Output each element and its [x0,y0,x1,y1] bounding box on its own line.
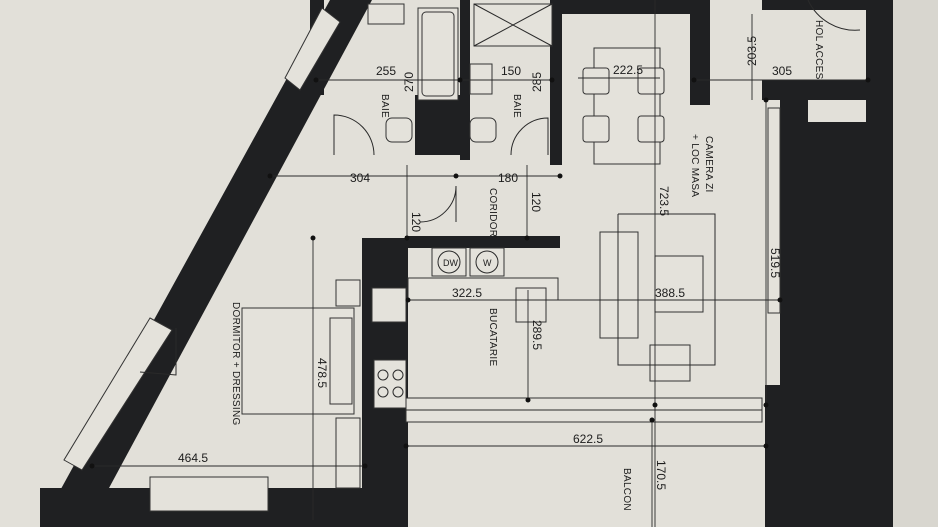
room-loc-masa: + LOC MASA [689,134,700,197]
dim-170-5: 170.5 [654,460,668,490]
hol-left-wall [690,0,710,105]
dim-322-5: 322.5 [452,286,482,300]
hol-bottom-wall [762,80,870,100]
room-coridor: CORIDOR [487,188,498,237]
shower-diag-2 [473,3,553,47]
sofa [599,231,639,339]
living-right-wall [780,95,808,385]
kitchen-sink [515,287,547,323]
balcony-right-wall [765,385,805,527]
stove [373,359,407,409]
chair-3 [582,115,610,143]
chair-2 [637,67,665,95]
dimension-lines [92,0,868,527]
bedroom-window-bottom [149,476,269,512]
bath-right-wall [550,0,562,165]
door-bedroom-balcony [139,328,177,376]
dim-203-5: 203.5 [745,36,759,66]
room-dormitor: DORMITOR + DRESSING [230,302,241,426]
chair-1 [582,67,610,95]
dim-150: 150 [501,64,521,78]
dim-270: 270 [402,72,416,92]
dim-519-5: 519.5 [768,248,782,278]
room-hol-acces: HOL ACCES [813,20,824,80]
door-bath-right [510,117,549,156]
dim-305: 305 [772,64,792,78]
bed-headboard [329,317,353,405]
burner-1 [377,369,389,381]
sink-left [367,3,405,25]
burner-2 [392,369,404,381]
room-balcon: BALCON [621,468,632,511]
washer-circle [475,250,499,274]
top-wall [555,0,690,14]
dim-255: 255 [376,64,396,78]
rug [617,213,716,366]
door-entrance [807,0,861,31]
armchair [649,344,691,382]
dim-622-5: 622.5 [573,432,603,446]
room-baie-right: BAIE [511,94,522,118]
corridor-bottom-wall [405,236,560,248]
wardrobe [335,417,361,489]
kitchen-cabinet [371,287,407,323]
diagonal-window-top [284,7,341,91]
appliance-dw-label: DW [443,258,458,268]
appliance-w-label: W [483,258,492,268]
dim-180: 180 [498,171,518,185]
dim-120-right: 120 [529,192,543,212]
room-baie-left: BAIE [379,94,390,118]
hol-top-wall [762,0,870,10]
burner-3 [377,386,389,398]
dimension-dots [89,77,871,469]
dim-222-5: 222.5 [613,63,643,77]
dim-289-5: 289.5 [530,320,544,350]
dim-464-5: 464.5 [178,451,208,465]
sink-right [469,63,493,95]
exterior-right-strip [893,0,938,527]
dishwasher-circle [437,250,461,274]
dim-723-5: 723.5 [657,186,671,216]
room-bucatarie: BUCATARIE [487,308,498,366]
coffee-table [654,255,704,313]
dim-478-5: 478.5 [315,358,329,388]
bath-core-wall [415,95,470,155]
dim-285: 285 [530,72,544,92]
door-bath-left [333,114,375,156]
toilet-left [385,117,413,143]
diagonal-window-bottom [63,317,173,471]
bathtub-inner [421,11,455,97]
chair-4 [637,115,665,143]
dim-120-left: 120 [409,212,423,232]
burner-4 [392,386,404,398]
dim-304: 304 [350,171,370,185]
toilet-right [469,117,497,143]
room-camera-zi: CAMERA ZI [703,136,714,193]
nightstand [335,279,361,307]
dim-388-5: 388.5 [655,286,685,300]
dining-table [593,47,661,165]
door-corridor [419,185,457,223]
exterior-right-edge [870,0,893,122]
living-window-right [767,107,781,314]
